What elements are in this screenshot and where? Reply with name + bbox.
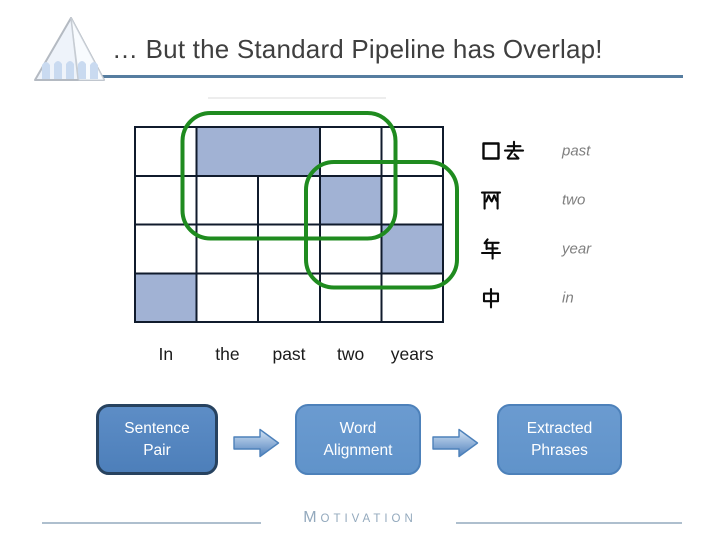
step-label-line: Alignment [323, 441, 393, 459]
overlap-phrase-box [304, 160, 459, 290]
aligned-cell [320, 176, 382, 225]
chinese-word-row: year [479, 236, 591, 262]
english-word: years [390, 344, 434, 364]
step-label-line: Phrases [531, 441, 588, 459]
hanzi-glyph [480, 238, 502, 260]
aligned-cell [135, 273, 197, 323]
hanzi-glyph [482, 141, 525, 161]
footer-line-right [456, 522, 682, 524]
gloss-label: in [562, 289, 574, 307]
footer-line-left [42, 522, 261, 524]
pipeline-step-sentence-pair: Sentence Pair [96, 404, 218, 475]
aligned-cell [196, 127, 320, 176]
chinese-word-row: in [479, 285, 574, 311]
english-word: the [215, 344, 240, 364]
title-underline [42, 75, 683, 78]
step-label-line: Word [339, 419, 377, 437]
english-word: two [336, 344, 365, 364]
english-word: past [272, 344, 306, 364]
chinese-word-row: past [479, 138, 590, 164]
flow-arrow-icon [233, 428, 280, 458]
step-label-line: Extracted [526, 419, 593, 437]
hanzi-glyph [482, 287, 500, 309]
step-label-line: Pair [143, 441, 171, 459]
english-word: In [158, 344, 174, 364]
flow-arrow-icon [432, 428, 479, 458]
gloss-label: year [562, 240, 592, 258]
university-logo-icon [34, 17, 105, 81]
hanzi-glyph [480, 191, 502, 210]
gloss-label: two [562, 191, 586, 209]
slide-title: … But the Standard Pipeline has Overlap! [112, 34, 603, 64]
footer-section-label: MOTIVATION [303, 509, 417, 526]
step-label-line: Sentence [124, 419, 190, 437]
overlap-phrase-box [180, 111, 398, 241]
gloss-label: past [562, 142, 591, 160]
pipeline-step-extracted-phrases: Extracted Phrases [497, 404, 622, 475]
chinese-word-row: two [479, 187, 585, 213]
faint-divider [208, 97, 386, 99]
aligned-cell [381, 224, 443, 274]
pipeline-step-word-alignment: Word Alignment [295, 404, 421, 475]
